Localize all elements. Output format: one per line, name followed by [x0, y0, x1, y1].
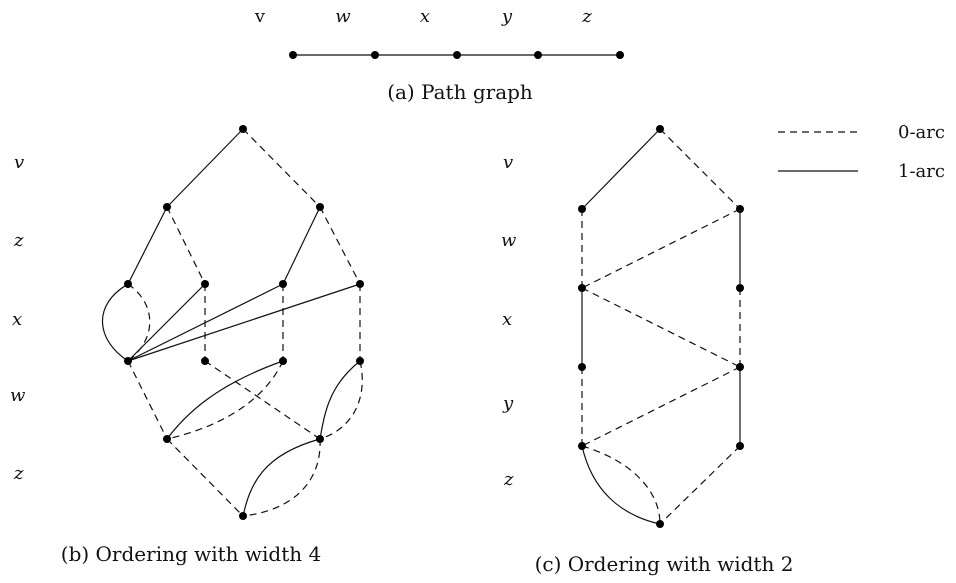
b-node	[201, 357, 209, 365]
c-arc-g-t-solid	[581, 445, 661, 525]
b-arc-j-l-dashed	[319, 360, 363, 440]
diagram-c: v w x y z (c) Ordering with width 2	[501, 125, 793, 576]
diagram-b: v z x w z	[10, 125, 364, 566]
b-level-3: x	[12, 309, 22, 330]
c-node	[578, 284, 586, 292]
path-node-y	[534, 51, 542, 59]
b-node	[356, 357, 364, 365]
c-node	[736, 205, 744, 213]
path-graph: v w x y z (a) Path graph	[254, 6, 624, 104]
b-arc-i-k-solid	[166, 360, 284, 440]
path-node-x	[453, 51, 461, 59]
b-arc-b-f	[319, 206, 361, 285]
c-level-1: v	[503, 152, 513, 173]
path-label-x: x	[420, 6, 430, 27]
c-node	[578, 363, 586, 371]
b-arc-g-k	[127, 360, 168, 440]
c-node-root	[656, 125, 664, 133]
path-label-y: y	[501, 6, 513, 27]
b-node-terminal	[239, 512, 247, 520]
caption-b: (b) Ordering with width 4	[61, 542, 321, 566]
b-node	[279, 357, 287, 365]
legend-zero-arc-label: 0-arc	[898, 122, 945, 143]
legend-one-arc-label: 1-arc	[898, 161, 945, 182]
b-node	[356, 280, 364, 288]
c-node	[578, 205, 586, 213]
b-node	[201, 280, 209, 288]
b-node-root	[239, 125, 247, 133]
c-level-4: y	[502, 393, 514, 414]
c-arc-h-t	[659, 445, 741, 525]
b-arc-a-c	[127, 206, 168, 285]
c-arc-c-f	[581, 287, 741, 368]
b-arc-l-t-dashed	[242, 438, 321, 517]
b-arc-c-g-solid	[101, 283, 129, 362]
b-node	[124, 280, 132, 288]
b-arc-i-k-dashed	[166, 360, 284, 440]
b-level-1: v	[14, 152, 24, 173]
c-level-5: z	[503, 469, 514, 490]
caption-a: (a) Path graph	[387, 80, 533, 104]
path-node-w	[371, 51, 379, 59]
b-arc-e-g	[127, 283, 284, 362]
b-node	[124, 357, 132, 365]
c-level-2: w	[501, 230, 517, 251]
path-label-z: z	[581, 6, 592, 27]
path-label-v: v	[254, 6, 266, 27]
path-label-w: w	[335, 6, 351, 27]
b-node	[316, 203, 324, 211]
c-node-terminal	[656, 520, 664, 528]
b-arc-r-a	[166, 128, 244, 208]
c-node	[578, 442, 586, 450]
b-arc-j-l-solid	[319, 360, 361, 440]
b-arc-f-g	[127, 283, 361, 362]
b-node	[163, 203, 171, 211]
c-node	[736, 363, 744, 371]
b-arc-l-t-solid	[242, 438, 321, 517]
c-arc-g-t-dashed	[581, 445, 661, 525]
b-level-5: z	[13, 463, 24, 484]
b-arc-a-d	[166, 206, 206, 285]
c-arc-f-g	[581, 366, 741, 447]
b-node	[163, 435, 171, 443]
b-level-2: z	[13, 230, 24, 251]
b-arc-d-g	[127, 283, 206, 362]
b-level-4: w	[10, 385, 26, 406]
c-arc-b-c	[581, 208, 741, 289]
path-node-v	[289, 51, 297, 59]
c-node	[736, 284, 744, 292]
b-arc-r-b	[242, 128, 321, 208]
path-node-z	[616, 51, 624, 59]
c-level-3: x	[502, 309, 512, 330]
caption-c: (c) Ordering with width 2	[535, 552, 794, 576]
legend: 0-arc 1-arc	[778, 122, 945, 182]
c-arc-r-a	[581, 128, 661, 210]
b-arc-b-e	[282, 206, 321, 285]
c-arc-r-b	[659, 128, 741, 210]
b-node	[316, 435, 324, 443]
b-arc-h-l	[204, 360, 321, 440]
c-node	[736, 442, 744, 450]
b-arc-k-t	[166, 438, 244, 517]
b-node	[279, 280, 287, 288]
